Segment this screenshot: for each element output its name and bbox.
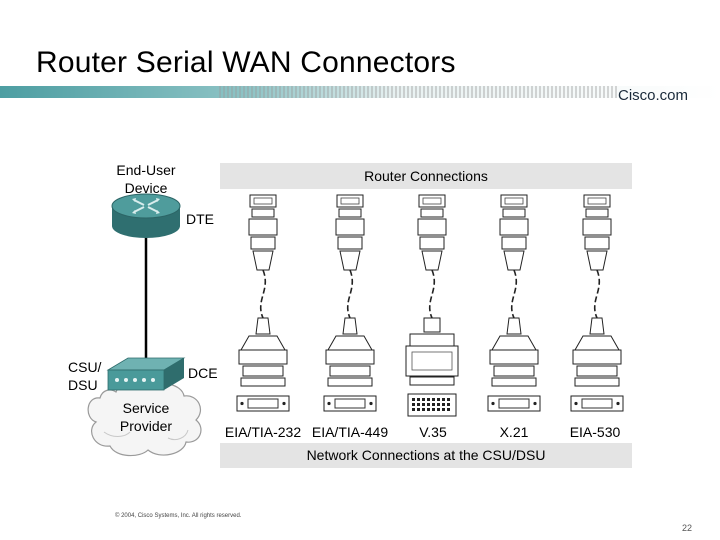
- standard-label-v35: V.35: [419, 424, 447, 440]
- standard-label-x21: X.21: [499, 424, 529, 440]
- csu-label-line2: DSU: [68, 377, 98, 393]
- dte-label: DTE: [186, 211, 214, 227]
- end-user-label-line2: Device: [124, 180, 168, 196]
- page-number: 22: [682, 523, 693, 533]
- service-label-line1: Service: [122, 400, 170, 416]
- csu-dsu-label: CSU/ DSU: [68, 358, 101, 394]
- connector-cable-4: [570, 194, 624, 412]
- end-user-label: End-User Device: [104, 161, 188, 197]
- standard-label-eia-tia-449: EIA/TIA-449: [311, 424, 389, 440]
- csu-label-line1: CSU/: [68, 359, 102, 375]
- router-icon: [111, 193, 181, 238]
- connector-cable-2: [405, 194, 459, 417]
- csu-dsu-icon: [106, 357, 186, 391]
- network-connections-label: Network Connections at the CSU/DSU: [306, 447, 546, 463]
- router-connections-header: Router Connections: [220, 163, 632, 189]
- copyright-text: © 2004, Cisco Systems, Inc. All rights r…: [115, 513, 242, 519]
- header-bar: [0, 86, 720, 98]
- brand-logo: Cisco.com: [618, 87, 689, 104]
- connector-cable-1: [323, 194, 377, 412]
- service-label-line2: Provider: [119, 418, 173, 434]
- slide-title: Router Serial WAN Connectors: [36, 46, 456, 79]
- standard-label-eia-530: EIA-530: [569, 424, 621, 440]
- dce-label: DCE: [188, 365, 218, 381]
- connector-cable-3: [487, 194, 541, 412]
- router-connections-label: Router Connections: [364, 168, 488, 184]
- network-connections-footer: Network Connections at the CSU/DSU: [220, 443, 632, 468]
- connector-cable-0: [236, 194, 290, 412]
- standard-label-eia-tia-232: EIA/TIA-232: [224, 424, 302, 440]
- service-provider-label: Service Provider: [110, 399, 182, 435]
- end-user-label-line1: End-User: [116, 162, 176, 178]
